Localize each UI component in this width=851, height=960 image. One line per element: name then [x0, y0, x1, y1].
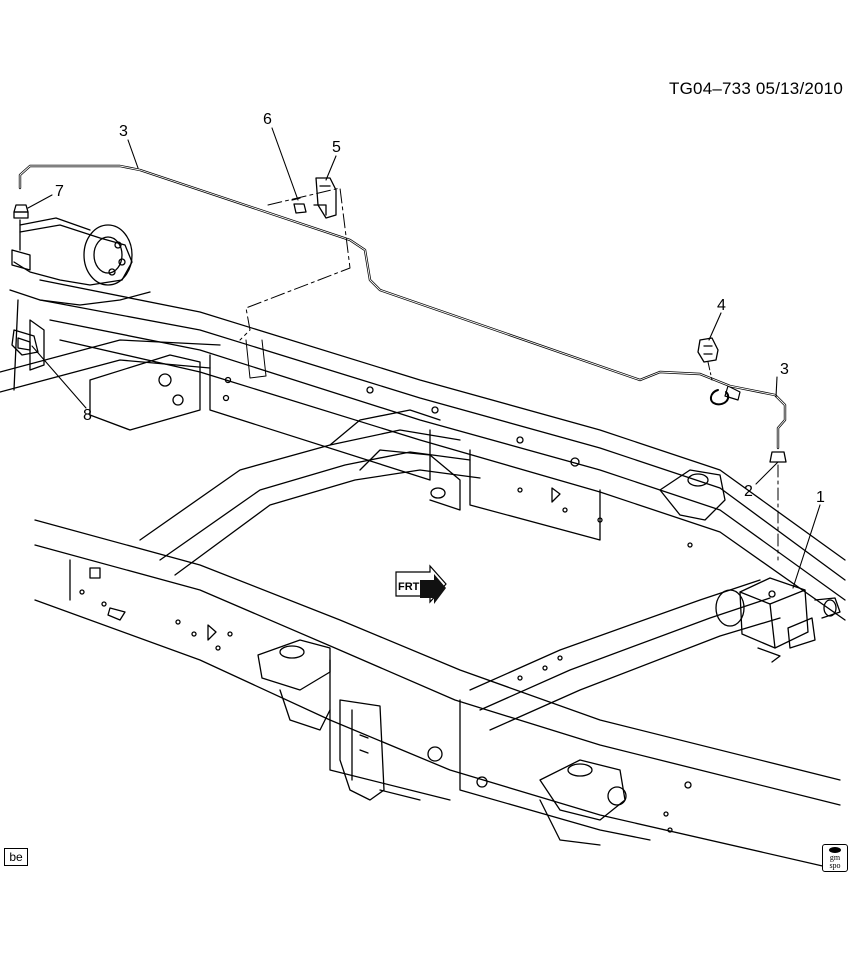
brake-pipe-inner [19, 165, 786, 449]
callout-5: 5 [332, 139, 341, 156]
view-label-box: be [4, 848, 28, 866]
callout-8: 8 [83, 407, 92, 424]
badge-bottom-text: spo [829, 861, 841, 870]
lower-frame-rail [34, 519, 841, 871]
front-arrow-icon: FRT [395, 564, 447, 604]
axle-housing [9, 217, 151, 391]
clip-bolt-assembly [239, 177, 351, 379]
callout-labels: 3 7 8 6 5 4 3 2 1 [55, 111, 825, 506]
callout-4: 4 [717, 297, 726, 314]
leader-lines [27, 127, 821, 589]
diagram-code: TG04–733 05/13/2010 [669, 79, 843, 98]
brake-pipe [18, 164, 787, 450]
callout-6: 6 [263, 111, 272, 128]
fitting-left [11, 204, 39, 356]
callout-7: 7 [55, 183, 64, 200]
callout-1: 1 [816, 489, 825, 506]
callout-3-left: 3 [119, 123, 128, 140]
module-1 [715, 577, 841, 663]
gm-spo-badge-icon: gm spo [822, 844, 848, 872]
callout-3-right: 3 [780, 361, 789, 378]
badge-top-text: gm [829, 853, 841, 862]
crossmembers [0, 339, 781, 731]
fitting-2 [769, 451, 787, 561]
front-arrow-label: FRT [398, 581, 420, 593]
clip-4 [697, 337, 719, 381]
upper-frame-rail [39, 279, 846, 621]
callout-2: 2 [744, 483, 753, 500]
